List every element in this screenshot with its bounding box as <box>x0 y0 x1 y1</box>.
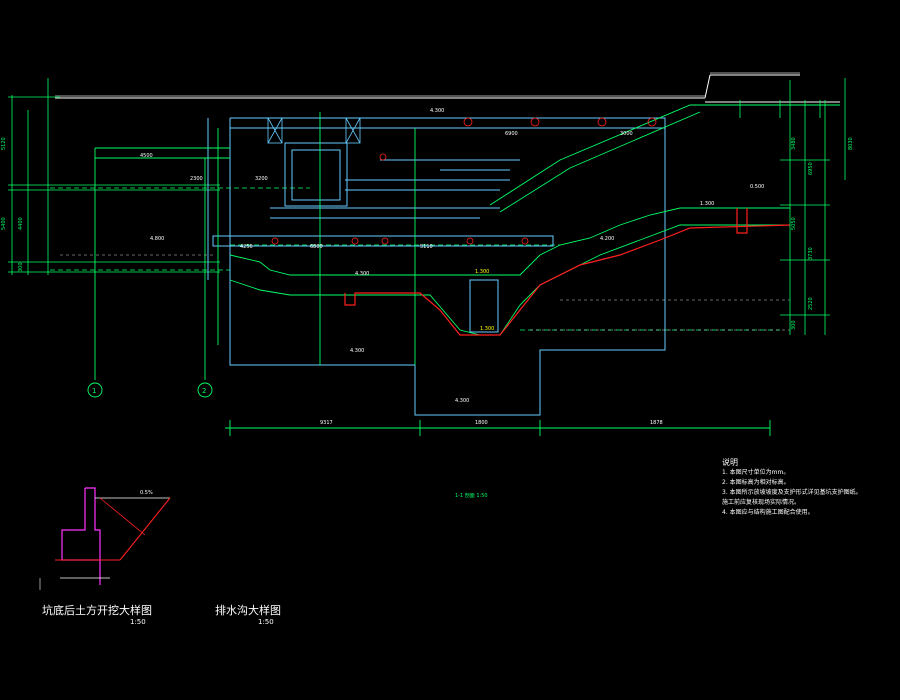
axis-marker-1: 1 <box>87 382 103 398</box>
note-item: 施工前应复核现场实际情况。 <box>722 499 801 506</box>
dim-1: 9317 <box>320 420 333 426</box>
white-dashed-lines <box>60 254 790 331</box>
svg-text:8030: 8030 <box>848 137 854 150</box>
right-dimension-chain <box>739 78 846 335</box>
left-dimension-chain <box>8 78 220 275</box>
axis-marker-2: 2 <box>197 382 213 398</box>
svg-text:6800: 6800 <box>310 244 323 250</box>
notes-block: 说明 1. 本图尺寸单位为mm。 2. 本图标高为相对标高。 3. 本图所示放坡… <box>722 458 892 518</box>
svg-text:5400: 5400 <box>1 217 7 230</box>
svg-text:5110: 5110 <box>420 244 433 250</box>
detail-left-scale: 1:50 <box>130 618 146 626</box>
svg-text:300: 300 <box>18 262 24 272</box>
upper-slope-lines <box>94 104 840 436</box>
svg-text:2: 2 <box>202 387 206 395</box>
svg-text:4.300: 4.300 <box>350 348 364 354</box>
svg-text:2300: 2300 <box>190 176 203 182</box>
section-title: 1-1 剖面 1:50 <box>455 492 488 499</box>
brace-boxes <box>267 117 361 144</box>
svg-text:4.300: 4.300 <box>430 108 444 114</box>
svg-text:300: 300 <box>791 320 797 330</box>
ground-hatch <box>55 95 705 98</box>
detail-left-title: 坑底后土方开挖大样图 <box>42 604 152 617</box>
detail-left-slope: 0.5% <box>140 490 153 496</box>
bottom-dimensions: 9317 1800 1878 <box>320 420 663 426</box>
detail-right-scale: 1:50 <box>258 618 274 626</box>
inline-dimension-labels: 6900 3000 4500 4250 6800 5110 2300 3200 … <box>140 108 764 404</box>
note-item: 2. 本图标高为相对标高。 <box>722 479 790 486</box>
svg-text:4.300: 4.300 <box>455 398 469 404</box>
svg-text:4.200: 4.200 <box>600 236 614 242</box>
left-dimension-labels: 5120 5400 4400 300 <box>1 137 24 272</box>
pipe-markers <box>271 117 657 245</box>
svg-text:2520: 2520 <box>808 297 814 310</box>
note-item: 4. 本图应与结构施工图配合使用。 <box>722 509 814 516</box>
svg-text:1.300: 1.300 <box>475 269 489 275</box>
svg-text:1: 1 <box>92 387 96 395</box>
svg-text:6950: 6950 <box>808 162 814 175</box>
dim-3: 1878 <box>650 420 663 426</box>
svg-text:1.300: 1.300 <box>700 201 714 207</box>
svg-text:4400: 4400 <box>18 217 24 230</box>
right-dimension-labels: 3480 6950 8030 5050 3730 2520 300 <box>791 137 854 330</box>
svg-text:1.300: 1.300 <box>480 326 494 332</box>
notes-title: 说明 <box>722 458 738 467</box>
note-item: 3. 本图所示放坡坡度及支护形式详见基坑支护图纸。 <box>722 489 862 496</box>
svg-text:4250: 4250 <box>240 244 253 250</box>
svg-text:5050: 5050 <box>791 217 797 230</box>
dim-2: 1800 <box>475 420 488 426</box>
svg-text:5120: 5120 <box>1 137 7 150</box>
svg-text:3200: 3200 <box>255 176 268 182</box>
svg-text:0.500: 0.500 <box>750 184 764 190</box>
svg-text:4.800: 4.800 <box>150 236 164 242</box>
note-item: 1. 本图尺寸单位为mm。 <box>722 469 790 476</box>
detail-right-title: 排水沟大样图 <box>215 604 281 617</box>
svg-text:3730: 3730 <box>808 247 814 260</box>
detail-left-drawing <box>39 487 171 590</box>
svg-text:6900: 6900 <box>505 131 518 137</box>
excavation-red-line <box>344 208 791 336</box>
svg-text:3480: 3480 <box>791 137 797 150</box>
svg-text:4.300: 4.300 <box>355 271 369 277</box>
svg-text:3000: 3000 <box>620 131 633 137</box>
detail-right-slope: 0.5% <box>0 11 13 17</box>
structure-outline <box>207 117 666 416</box>
svg-text:4500: 4500 <box>140 153 153 159</box>
ground-hatch-right <box>710 72 800 75</box>
